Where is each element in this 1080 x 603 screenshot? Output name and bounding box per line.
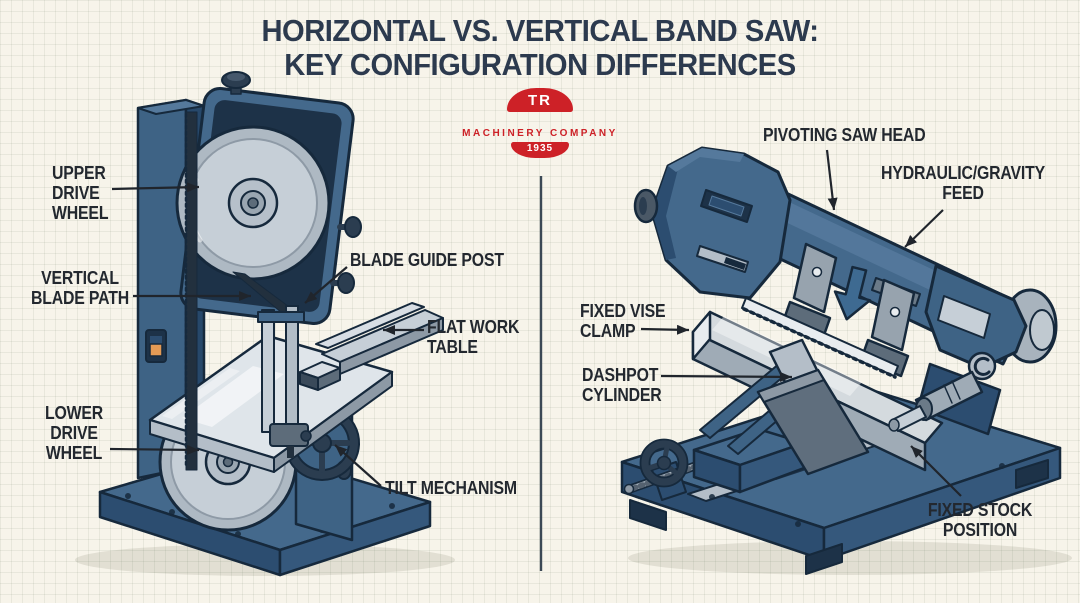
leader-blade-guide-post: [304, 266, 348, 304]
pivoting-saw-head-part: [633, 146, 1058, 379]
company-logo: TR MACHINERY COMPANY 1935: [440, 88, 640, 158]
label-blade-guide-post: BLADE GUIDE POST: [350, 250, 504, 270]
leader-tilt-mechanism: [334, 444, 382, 487]
leader-upper-drive-wheel: [111, 182, 200, 193]
leader-hydraulic-gravity-feed: [904, 209, 944, 248]
head-wheel-housing: [633, 146, 792, 300]
horizontal-band-saw-illustration: [620, 146, 1072, 575]
side-adjustment-knobs: [330, 216, 362, 294]
blade-guide-post-part: [257, 305, 312, 458]
fixed-vise-clamp-jaw: [756, 368, 870, 476]
vertical-blade-path-part: [184, 111, 297, 471]
logo-emblem-top: TR: [507, 88, 573, 112]
horizontal-blade: [741, 297, 899, 379]
motor-housing: [924, 264, 1058, 370]
power-switch: [145, 329, 167, 363]
logo-company-name: MACHINERY COMPANY: [462, 128, 618, 139]
label-hydraulic-gravity-feed: HYDRAULIC/GRAVITY FEED: [881, 163, 1045, 203]
page-title-line1: HORIZONTAL VS. VERTICAL BAND SAW:: [261, 13, 819, 48]
leader-fixed-vise-clamp: [640, 324, 690, 335]
label-fixed-stock-position: FIXED STOCK POSITION: [927, 500, 1033, 540]
logo-year: 1935: [526, 143, 554, 154]
leader-lower-drive-wheel: [109, 444, 200, 455]
leader-dashpot-cylinder: [660, 371, 793, 382]
logo-initials: TR: [528, 92, 552, 109]
label-tilt-mechanism: TILT MECHANISM: [385, 478, 517, 498]
leader-pivoting-saw-head: [825, 149, 838, 211]
label-lower-drive-wheel: LOWER DRIVE WHEEL: [44, 403, 104, 463]
vise-handwheel: [639, 438, 689, 488]
logo-emblem-bottom: 1935: [511, 142, 569, 158]
feed-direction-down-arrow-icon: [833, 265, 872, 321]
label-upper-drive-wheel: UPPER DRIVE WHEEL: [52, 163, 109, 223]
tension-knob-top: [221, 71, 251, 95]
label-dashpot-cylinder: DASHPOT CYLINDER: [582, 365, 662, 405]
vertical-band-saw-illustration: [75, 71, 455, 577]
leader-arrows: [109, 149, 962, 497]
page-title: HORIZONTAL VS. VERTICAL BAND SAW: KEY CO…: [32, 14, 1047, 82]
label-vertical-blade-path: VERTICAL BLADE PATH: [31, 268, 129, 308]
label-flat-work-table: FLAT WORK TABLE: [427, 317, 520, 357]
left-blade-guide: [781, 242, 838, 340]
upper-drive-wheel-part: [175, 125, 331, 281]
pivot-damper-cylinder: [888, 351, 997, 432]
label-fixed-vise-clamp: FIXED VISE CLAMP: [580, 301, 666, 341]
label-pivoting-saw-head: PIVOTING SAW HEAD: [763, 125, 926, 145]
leader-fixed-stock-position: [910, 445, 962, 497]
page-title-line2: KEY CONFIGURATION DIFFERENCES: [284, 47, 796, 82]
horizontal-saw-shadow: [628, 541, 1072, 575]
